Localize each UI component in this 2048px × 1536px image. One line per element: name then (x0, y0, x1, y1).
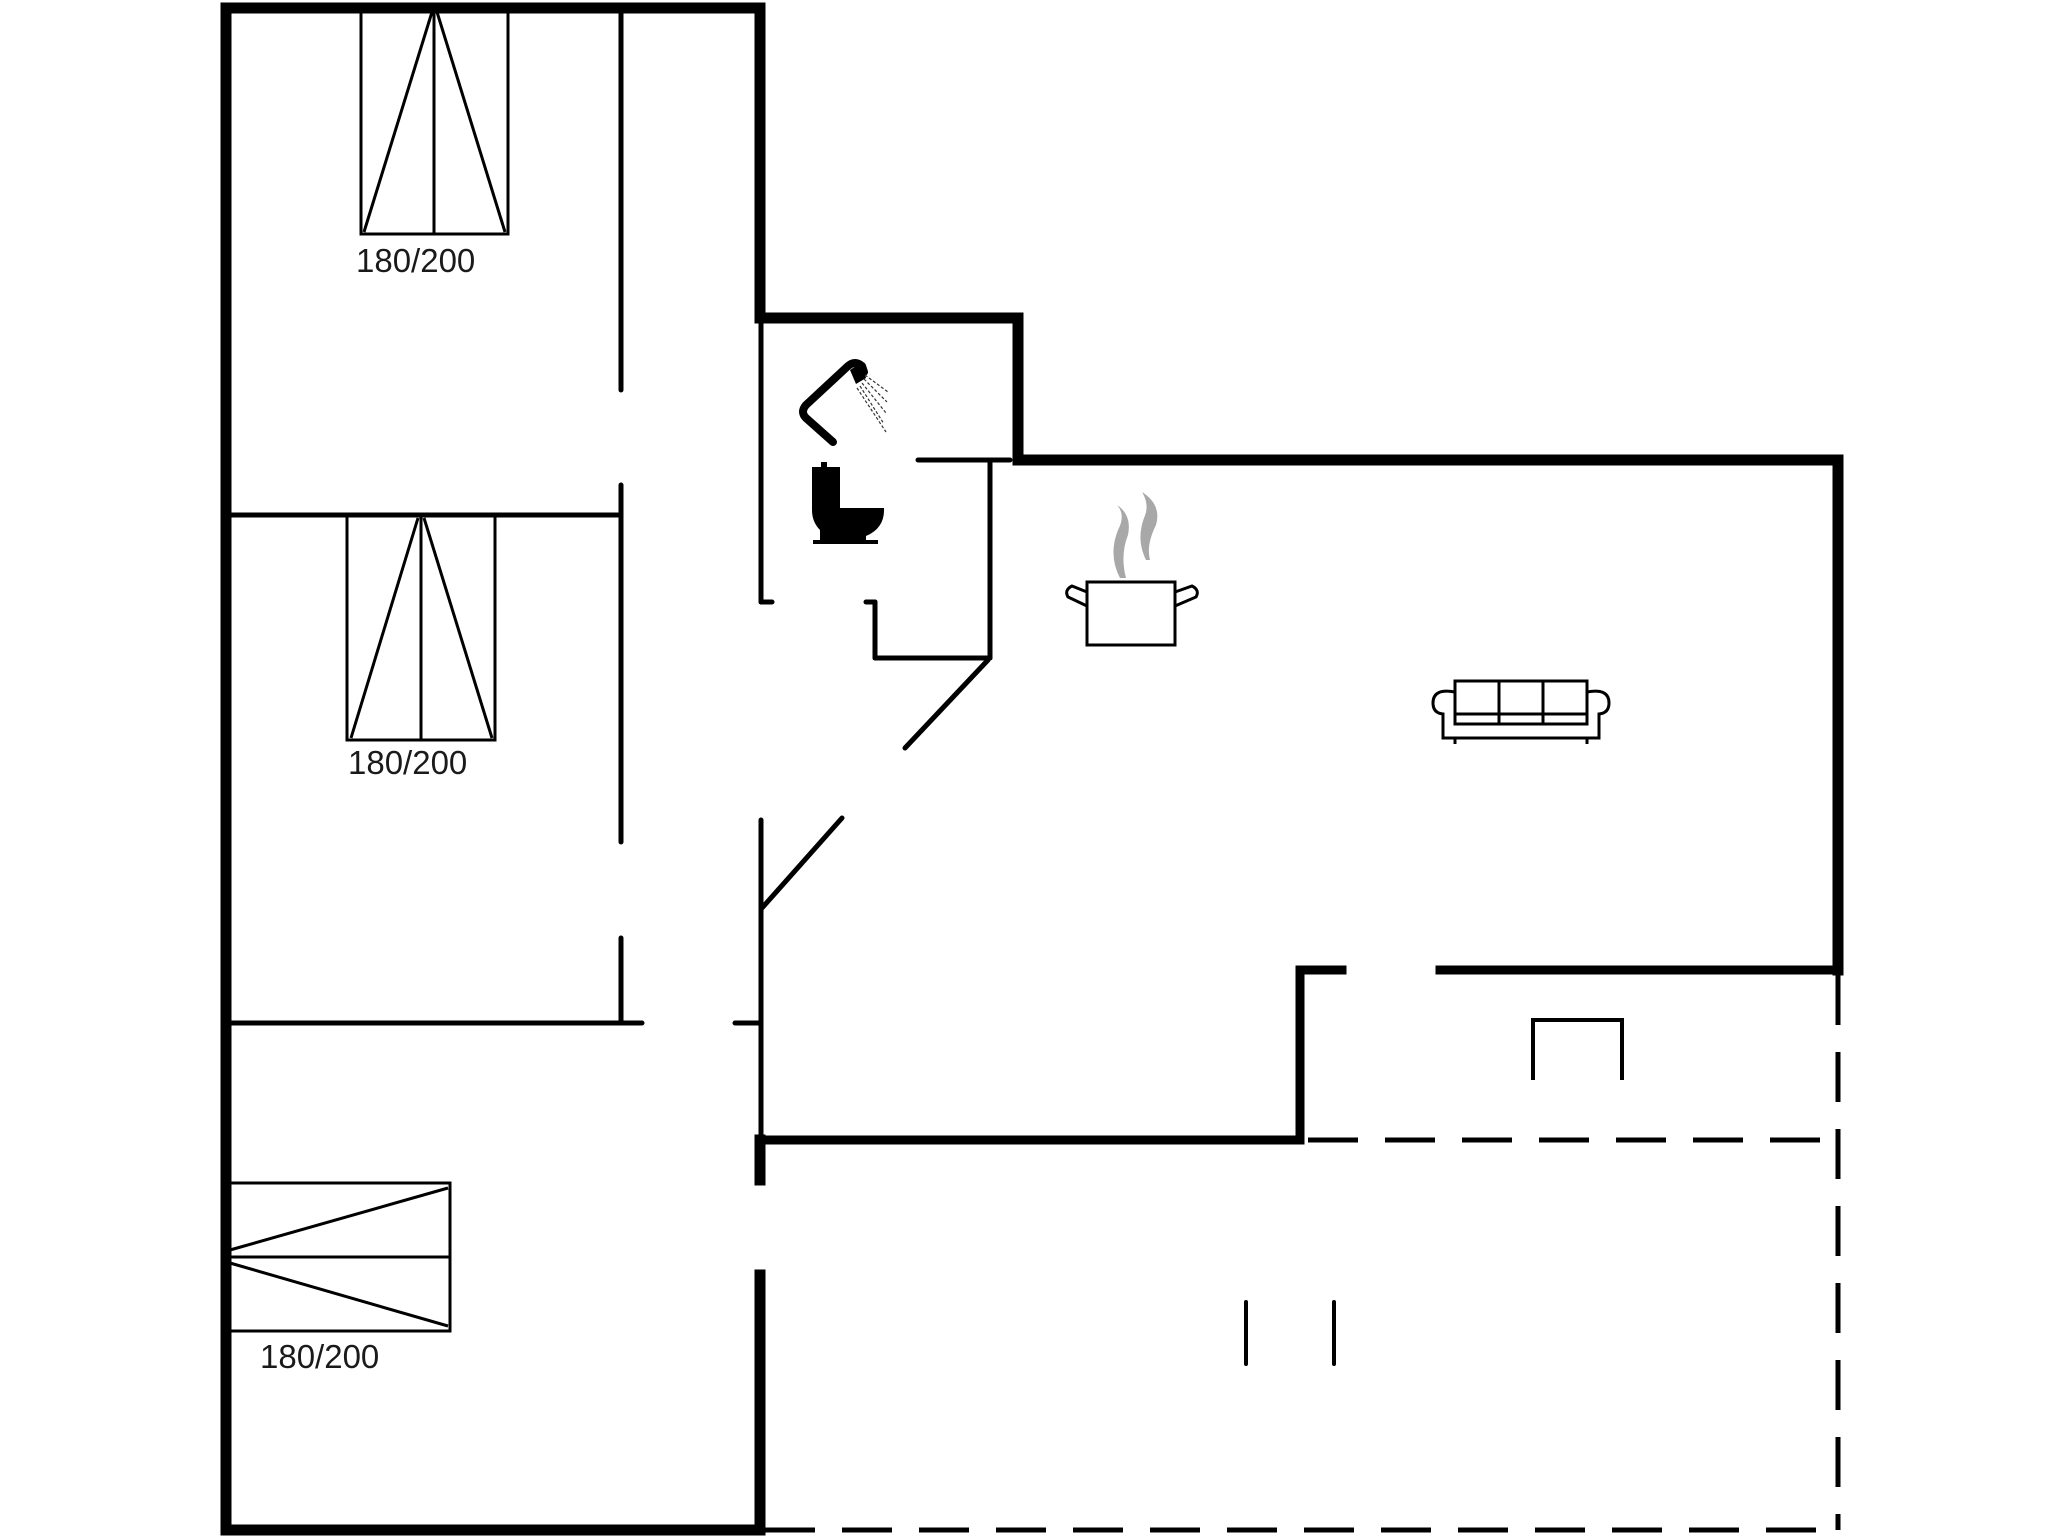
toilet-icon (812, 462, 885, 544)
bed-2-label: 180/200 (348, 744, 467, 781)
interior-walls (227, 9, 1013, 1143)
exterior-walls (220, 2, 1844, 1536)
bed-3 (228, 1181, 452, 1333)
terrace-markers (1244, 1300, 1336, 1366)
cooking-pot-icon (1065, 492, 1199, 647)
shower-icon (799, 359, 889, 446)
living-bottom-walls (757, 965, 1843, 1145)
sofa-icon (1431, 679, 1611, 744)
bed-1 (359, 10, 510, 236)
bed-3-label: 180/200 (260, 1338, 379, 1375)
appliance-outline (1531, 1018, 1624, 1080)
bed-2 (345, 514, 497, 742)
dashed-boundaries (765, 975, 1841, 1533)
bed-1-label: 180/200 (356, 242, 475, 279)
